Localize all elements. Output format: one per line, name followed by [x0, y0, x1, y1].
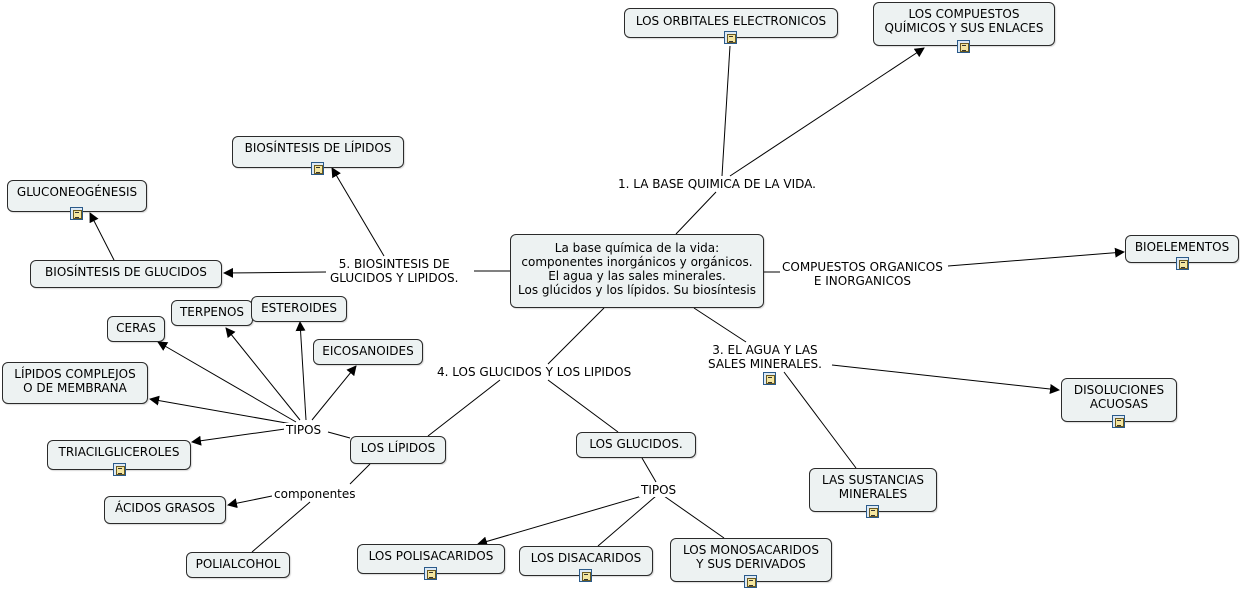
node-label: BIOELEMENTOS — [1134, 240, 1230, 254]
document-icon[interactable] — [424, 567, 437, 580]
link-label-biosintesis: 5. BIOSINTESIS DE GLUCIDOS Y LIPIDOS. — [328, 257, 461, 285]
document-icon[interactable] — [311, 162, 324, 175]
central-concept-node[interactable]: La base química de la vida: componentes … — [510, 234, 764, 308]
node-label: BIOSÍNTESIS DE GLUCIDOS — [45, 265, 207, 279]
acidos-grasos-node[interactable]: ÁCIDOS GRASOS — [104, 496, 226, 524]
node-label: TRIACILGLICEROLES — [58, 445, 180, 459]
lipidos-complejos-node[interactable]: LÍPIDOS COMPLEJOS O DE MEMBRANA — [2, 362, 148, 404]
link-label-tipos-lipidos: TIPOS — [284, 423, 324, 437]
node-label: LÍPIDOS COMPLEJOS O DE MEMBRANA — [14, 367, 136, 395]
document-icon[interactable] — [1112, 415, 1125, 428]
link-label-glucidos-lipidos: 4. LOS GLUCIDOS Y LOS LIPIDOS — [435, 365, 634, 379]
link-label-tipos-glucidos: TIPOS — [639, 483, 679, 497]
polisacaridos-node[interactable]: LOS POLISACARIDOS — [357, 544, 505, 574]
node-label: LOS GLUCIDOS. — [589, 437, 683, 451]
node-label: LOS MONOSACARIDOS Y SUS DERIVADOS — [683, 543, 819, 571]
node-label: LOS POLISACARIDOS — [368, 549, 494, 563]
document-icon[interactable] — [579, 569, 592, 582]
node-label: TERPENOS — [179, 305, 245, 319]
compuestos-node[interactable]: LOS COMPUESTOS QUÍMICOS Y SUS ENLACES — [873, 2, 1055, 46]
node-label: DISOLUCIONES ACUOSAS — [1073, 383, 1165, 411]
document-icon[interactable] — [70, 207, 83, 220]
document-icon[interactable] — [763, 372, 776, 385]
sustancias-minerales-node[interactable]: LAS SUSTANCIAS MINERALES — [809, 468, 937, 512]
link-label-compuestos-organicos: COMPUESTOS ORGANICOS E INORGANICOS — [780, 260, 945, 288]
node-label: La base química de la vida: componentes … — [518, 241, 756, 297]
node-label: LOS ORBITALES ELECTRONICOS — [635, 14, 827, 28]
document-icon[interactable] — [113, 463, 126, 476]
node-label: ÁCIDOS GRASOS — [114, 501, 216, 515]
disoluciones-node[interactable]: DISOLUCIONES ACUOSAS — [1061, 378, 1177, 422]
link-label-base-quimica: 1. LA BASE QUIMICA DE LA VIDA. — [616, 177, 818, 191]
document-icon[interactable] — [957, 40, 970, 53]
node-label: EICOSANOIDES — [322, 344, 414, 358]
glucidos-node[interactable]: LOS GLUCIDOS. — [576, 432, 696, 458]
eicosanoides-node[interactable]: EICOSANOIDES — [313, 339, 423, 365]
node-label: LOS COMPUESTOS QUÍMICOS Y SUS ENLACES — [884, 7, 1044, 35]
document-icon[interactable] — [866, 505, 879, 518]
bioelementos-node[interactable]: BIOELEMENTOS — [1125, 235, 1239, 263]
ceras-node[interactable]: CERAS — [107, 316, 165, 342]
node-label: BIOSÍNTESIS DE LÍPIDOS — [244, 141, 392, 155]
polialcohol-node[interactable]: POLIALCOHOL — [186, 552, 290, 578]
node-label: LAS SUSTANCIAS MINERALES — [822, 473, 924, 501]
biosintesis-glucidos-node[interactable]: BIOSÍNTESIS DE GLUCIDOS — [30, 260, 222, 288]
node-label: ESTEROIDES — [261, 301, 337, 315]
document-icon[interactable] — [744, 575, 757, 588]
node-label: CERAS — [116, 321, 156, 335]
document-icon[interactable] — [724, 31, 737, 44]
esteroides-node[interactable]: ESTEROIDES — [251, 296, 347, 322]
node-label: LOS LÍPIDOS — [360, 441, 436, 455]
biosintesis-lipidos-node[interactable]: BIOSÍNTESIS DE LÍPIDOS — [232, 136, 404, 168]
node-label: GLUCONEOGÉNESIS — [16, 185, 138, 199]
terpenos-node[interactable]: TERPENOS — [171, 300, 253, 326]
link-label-agua-sales: 3. EL AGUA Y LAS SALES MINERALES. — [706, 343, 824, 371]
node-label: POLIALCOHOL — [195, 557, 281, 571]
link-label-componentes: componentes — [272, 487, 358, 501]
node-label: LOS DISACARIDOS — [530, 551, 642, 565]
document-icon[interactable] — [1176, 257, 1189, 270]
lipidos-node[interactable]: LOS LÍPIDOS — [350, 436, 446, 464]
